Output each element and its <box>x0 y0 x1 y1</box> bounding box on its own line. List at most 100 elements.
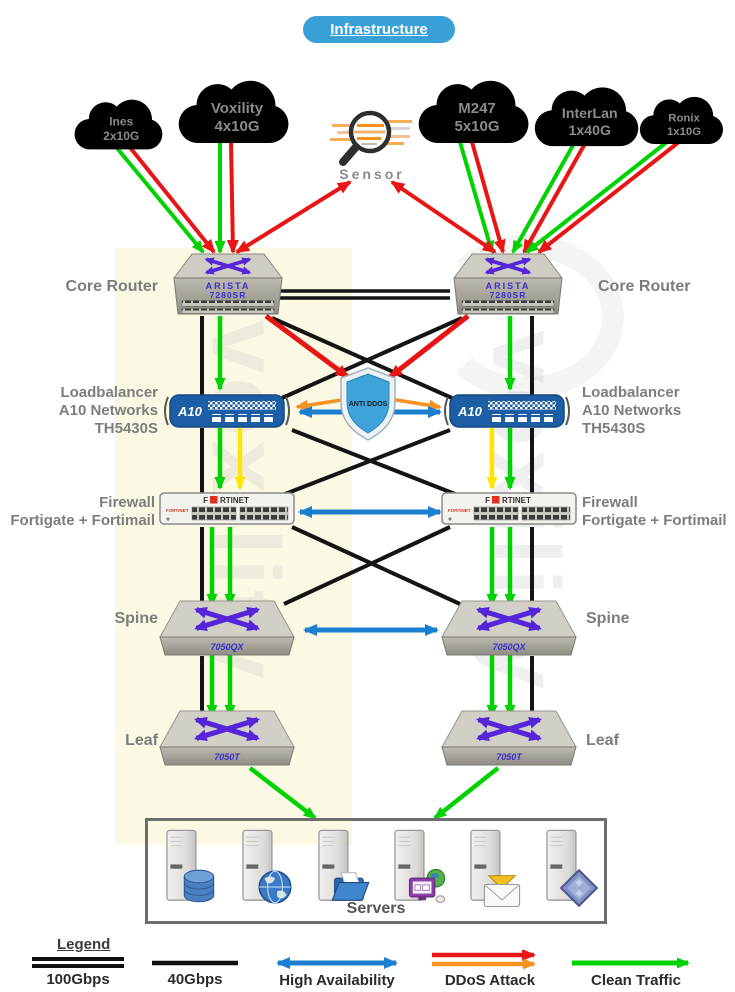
loadbalancer-right-device: A10 <box>444 394 570 428</box>
anti-ddos-shield: ANTI DDOS <box>340 367 396 441</box>
black-line-icon <box>152 960 238 966</box>
label-line: Firewall <box>582 494 638 511</box>
fortinet-logo-rest: RTINET <box>502 496 531 505</box>
loadbalancer-right-label: Loadbalancer A10 Networks TH5430S <box>582 384 732 438</box>
cloud-name: Ronix <box>668 112 700 124</box>
label-line: Fortigate + Fortimail <box>582 512 727 529</box>
cloud-voxility: Voxility 4x10G <box>178 80 289 144</box>
server-database <box>154 827 218 907</box>
mail-envelope-icon <box>483 875 521 908</box>
legend-label: Clean Traffic <box>590 972 682 989</box>
servers-group <box>145 818 607 924</box>
device-model: 7050T <box>214 752 241 762</box>
server-files <box>306 827 370 907</box>
server-application <box>382 827 446 907</box>
leaf-to-servers-links <box>248 766 500 820</box>
firewall-right-label: Firewall Fortigate + Fortimail <box>582 494 735 530</box>
label-line: Fortigate + Fortimail <box>10 512 155 529</box>
cloud-capacity: 1x40G <box>569 122 611 138</box>
legend-item-40gbps: 40Gbps <box>148 956 242 988</box>
label-line: Loadbalancer <box>582 384 680 401</box>
cloud-capacity: 4x10G <box>214 118 259 135</box>
legend-title: Legend <box>57 936 111 953</box>
server-media <box>534 827 599 908</box>
leaf-left-label: Leaf <box>125 732 158 749</box>
legend-label: DDoS Attack <box>444 972 536 989</box>
label-line: Loadbalancer <box>60 384 158 401</box>
legend-label: 40Gbps <box>167 971 223 988</box>
database-icon <box>183 869 215 903</box>
firewall-to-spine-links <box>200 525 534 610</box>
core-router-right-label: Core Router <box>598 278 691 295</box>
cloud-capacity: 2x10G <box>103 129 139 143</box>
blue-double-arrow-icon <box>276 957 398 969</box>
folder-icon <box>331 872 370 901</box>
leaf-left-device: 7050T <box>159 710 295 766</box>
fortinet-logo-rest: RTINET <box>220 496 249 505</box>
label-line: TH5430S <box>94 420 158 437</box>
sensor-links <box>235 180 497 254</box>
label-line: A10 Networks <box>582 402 682 419</box>
firewall-right-device: F RTINET FORTINET <box>441 492 577 525</box>
double-black-line-icon <box>32 957 124 968</box>
a10-logo: A10 <box>457 404 483 419</box>
loadbalancer-to-firewall-links <box>200 428 534 496</box>
cloud-name: Voxility <box>211 100 264 117</box>
device-model: 7050T <box>496 752 523 762</box>
device-model: 7050QX <box>210 642 244 652</box>
fortinet-small-logo: FORTINET <box>448 508 471 513</box>
core-router-left-label: Core Router <box>65 278 158 295</box>
red-orange-arrows-icon <box>432 950 536 970</box>
server-web <box>230 827 294 907</box>
cloud-name: Ines <box>109 114 133 128</box>
spine-left-device: 7050QX <box>159 600 295 656</box>
cloud-capacity: 5x10G <box>454 118 499 135</box>
cloud-capacity: 1x10G <box>667 126 701 138</box>
device-model: 7050QX <box>492 642 526 652</box>
servers-label: Servers <box>346 900 406 917</box>
device-brand: ARISTA <box>486 281 531 291</box>
legend-label: High Availability <box>279 972 395 989</box>
device-model: 7280SR <box>490 290 527 300</box>
spine-left-label: Spine <box>114 610 158 627</box>
router-to-loadbalancer-links <box>200 316 534 400</box>
firewall-left-device: F RTINET FORTINET <box>159 492 295 525</box>
anti-ddos-label: ANTI DDOS <box>349 401 388 408</box>
legend-item-clean-traffic: Clean Traffic <box>568 956 704 989</box>
cloud-name: M247 <box>458 100 496 117</box>
spine-right-label: Spine <box>586 610 630 627</box>
server-mail <box>458 827 522 908</box>
legend-item-100gbps: 100Gbps <box>28 956 128 988</box>
a10-logo: A10 <box>177 404 203 419</box>
globe-icon <box>258 870 292 904</box>
cloud-ronix: Ronix 1x10G <box>639 96 723 145</box>
core-interlink-100g <box>268 289 450 300</box>
leaf-right-device: 7050T <box>441 710 577 766</box>
cloud-interlan: InterLan 1x40G <box>534 87 639 147</box>
device-model: 7280SR <box>210 290 247 300</box>
spine-to-leaf-links <box>200 652 534 720</box>
fortinet-logo-f: F <box>203 496 208 505</box>
cloud-name: InterLan <box>562 105 618 121</box>
label-line: Firewall <box>99 494 155 511</box>
app-monitor-globe-icon <box>408 868 446 903</box>
device-brand: ARISTA <box>206 281 251 291</box>
label-line: TH5430S <box>582 420 646 437</box>
core-router-left-device: ARISTA 7280SR <box>173 253 283 315</box>
core-router-right-device: ARISTA 7280SR <box>453 253 563 315</box>
loadbalancer-left-label: Loadbalancer A10 Networks TH5430S <box>12 384 158 438</box>
spine-right-device: 7050QX <box>441 600 577 656</box>
legend-item-high-availability: High Availability <box>262 956 412 989</box>
firewall-left-label: Firewall Fortigate + Fortimail <box>0 494 155 530</box>
cloud-ines: Ines 2x10G <box>74 99 163 150</box>
loadbalancer-left-device: A10 <box>164 394 290 428</box>
legend-item-ddos-attack: DDoS Attack <box>428 950 552 989</box>
green-arrow-icon <box>572 957 690 969</box>
page-title: Infrastructure <box>303 16 455 43</box>
fortinet-logo-f: F <box>485 496 490 505</box>
legend-label: 100Gbps <box>46 971 110 988</box>
leaf-right-label: Leaf <box>586 732 619 749</box>
sensor-label: Sensor <box>339 166 405 182</box>
